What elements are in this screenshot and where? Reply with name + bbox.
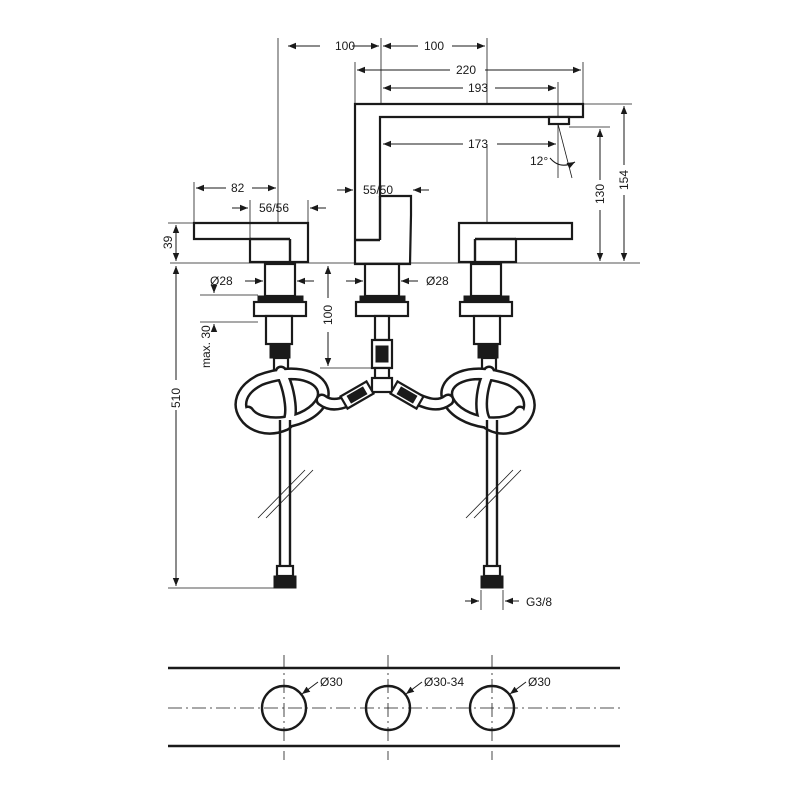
dim-thread: G3/8 [465, 590, 552, 610]
dim-g38: G3/8 [526, 595, 552, 609]
dim-spout-173: 173 12° [383, 123, 576, 223]
supply-pipe-left [257, 420, 314, 589]
dim-top-spacing: 100 100 [277, 38, 488, 223]
dim-130: 130 [593, 184, 607, 204]
dim-100-right: 100 [424, 39, 444, 53]
dim-heights-right: 130 154 [569, 103, 632, 261]
dim-193: 193 [468, 81, 488, 95]
right-handle [457, 221, 574, 264]
dim-55-50: 55/50 [363, 183, 393, 197]
dim-handle-width: 82 56/56 [193, 181, 326, 239]
dim-height-39: 39 [161, 222, 194, 261]
dim-spout-193: 193 [383, 81, 559, 117]
hole-right [468, 684, 516, 732]
dim-39: 39 [161, 235, 175, 249]
center-mount [354, 262, 410, 384]
dim-spout-base: 55/50 [337, 183, 429, 197]
dim-100-depth: 100 [321, 305, 335, 325]
dim-shank-dia: Ø28 Ø28 [210, 274, 449, 288]
right-mount [458, 262, 514, 374]
dim-510: 510 [169, 388, 183, 408]
plan-hole-left-label: Ø30 [320, 675, 343, 689]
left-mount [252, 262, 308, 374]
dim-dia-28-right: Ø28 [426, 274, 449, 288]
left-handle [192, 221, 310, 264]
hole-left [260, 684, 308, 732]
dim-dia-28-left: Ø28 [210, 274, 233, 288]
dim-depth-100: 100 [320, 266, 372, 369]
dim-max-30: max. 30 [199, 285, 258, 368]
plan-hole-right-label: Ø30 [528, 675, 551, 689]
dim-spout-220: 220 [354, 62, 584, 104]
plan-hole-center-label: Ø30-34 [424, 675, 464, 689]
supply-pipe-right [465, 420, 522, 589]
hole-center [364, 684, 412, 732]
dim-angle: 12° [530, 154, 548, 168]
plan-view: Ø30 Ø30-34 Ø30 [168, 655, 620, 760]
dim-max-30-label: max. 30 [199, 325, 213, 368]
dim-100-left: 100 [335, 39, 355, 53]
dim-173: 173 [468, 137, 488, 151]
dim-154: 154 [617, 170, 631, 190]
dim-220: 220 [456, 63, 476, 77]
dim-82: 82 [231, 181, 245, 195]
dim-56-56: 56/56 [259, 201, 289, 215]
y-connector [339, 376, 425, 411]
dim-length-510: 510 [168, 266, 275, 589]
